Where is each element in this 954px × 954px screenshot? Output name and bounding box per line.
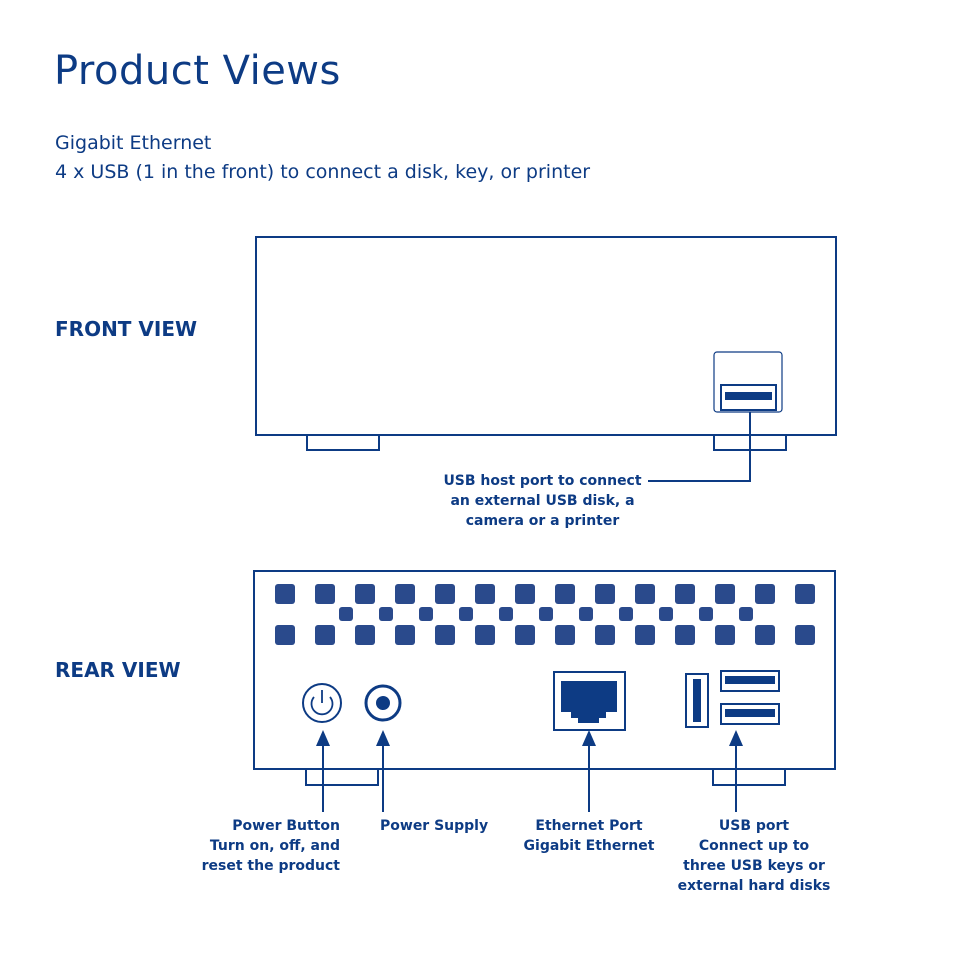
vent-hole <box>595 584 615 604</box>
ethernet-port-icon <box>553 671 626 731</box>
usb-top-port-icon <box>720 670 780 692</box>
ethernet-port-callout: Ethernet Port Gigabit Ethernet <box>509 816 669 856</box>
vent-hole <box>339 607 353 621</box>
front-usb-port-outline <box>720 384 777 411</box>
front-usb-callout: USB host port to connect an external USB… <box>440 471 645 531</box>
vent-hole <box>739 607 753 621</box>
intro-line-2: 4 x USB (1 in the front) to connect a di… <box>55 161 591 183</box>
power-supply-callout: Power Supply <box>380 816 488 836</box>
vent-hole <box>395 625 415 645</box>
rear-usb-ports <box>685 670 780 728</box>
rear-view-device <box>253 570 836 786</box>
power-supply-callout-line-1: Power Supply <box>380 818 489 834</box>
power-button-icon <box>302 683 342 723</box>
vent-hole <box>555 625 575 645</box>
vent-hole <box>539 607 553 621</box>
vent-hole <box>755 625 775 645</box>
page-title: Product Views <box>54 48 341 94</box>
rear-view-label: REAR VIEW <box>55 658 181 682</box>
vent-hole <box>659 607 673 621</box>
intro-line-1: Gigabit Ethernet <box>55 132 212 154</box>
front-usb-bay <box>713 351 783 413</box>
vent-hole <box>435 625 455 645</box>
usb-bottom-port-icon <box>720 703 780 725</box>
power-button-callout-line-2: Turn on, off, and <box>209 838 340 854</box>
front-chassis <box>255 236 837 436</box>
power-button-callout-line-3: reset the product <box>201 858 340 874</box>
front-foot-left <box>306 434 380 451</box>
vent-hole <box>379 607 393 621</box>
usb-port-icon <box>725 392 772 400</box>
usb-port-callout-line-3: three USB keys or <box>683 858 825 874</box>
usb-port-callout-line-1: USB port <box>718 818 790 834</box>
rear-foot-right <box>712 768 786 786</box>
vent-hole <box>395 584 415 604</box>
vent-hole <box>355 625 375 645</box>
rear-foot-left <box>305 768 379 786</box>
vent-hole <box>579 607 593 621</box>
usb-port-callout-line-2: Connect up to <box>698 838 810 854</box>
vent-hole <box>675 584 695 604</box>
front-usb-leader-line <box>648 412 751 482</box>
vent-hole <box>795 584 815 604</box>
vent-hole <box>435 584 455 604</box>
vent-hole <box>459 607 473 621</box>
vent-hole <box>755 584 775 604</box>
vent-hole <box>475 625 495 645</box>
vent-hole <box>355 584 375 604</box>
vent-hole <box>619 607 633 621</box>
power-supply-jack-icon <box>364 684 402 722</box>
usb-vertical-port-icon <box>685 673 709 728</box>
vent-hole <box>419 607 433 621</box>
rear-leader-lines <box>316 730 743 812</box>
front-usb-callout-line-3: camera or a printer <box>465 513 620 529</box>
vent-hole <box>715 625 735 645</box>
vent-hole <box>499 607 513 621</box>
power-button-callout: Power Button Turn on, off, and reset the… <box>180 816 340 876</box>
vent-hole <box>699 607 713 621</box>
vent-hole <box>675 625 695 645</box>
vent-hole <box>315 625 335 645</box>
vent-hole <box>275 584 295 604</box>
vent-hole <box>275 625 295 645</box>
vent-hole <box>555 584 575 604</box>
ethernet-callout-line-2: Gigabit Ethernet <box>523 838 655 854</box>
rear-vent-grid <box>275 584 815 645</box>
ethernet-callout-line-1: Ethernet Port <box>535 818 643 834</box>
vent-hole <box>635 625 655 645</box>
rear-chassis <box>253 570 836 770</box>
vent-hole <box>635 584 655 604</box>
vent-hole <box>595 625 615 645</box>
vent-hole <box>515 584 535 604</box>
vent-hole <box>315 584 335 604</box>
front-usb-callout-line-1: USB host port to connect <box>443 473 642 489</box>
vent-hole <box>715 584 735 604</box>
front-usb-callout-line-2: an external USB disk, a <box>450 493 635 509</box>
power-button-callout-line-1: Power Button <box>232 818 340 834</box>
usb-port-callout: USB port Connect up to three USB keys or… <box>664 816 844 896</box>
front-view-device <box>255 236 837 451</box>
front-view-label: FRONT VIEW <box>55 317 198 341</box>
vent-hole <box>475 584 495 604</box>
vent-hole <box>515 625 535 645</box>
usb-port-callout-line-4: external hard disks <box>677 878 831 894</box>
vent-hole <box>795 625 815 645</box>
